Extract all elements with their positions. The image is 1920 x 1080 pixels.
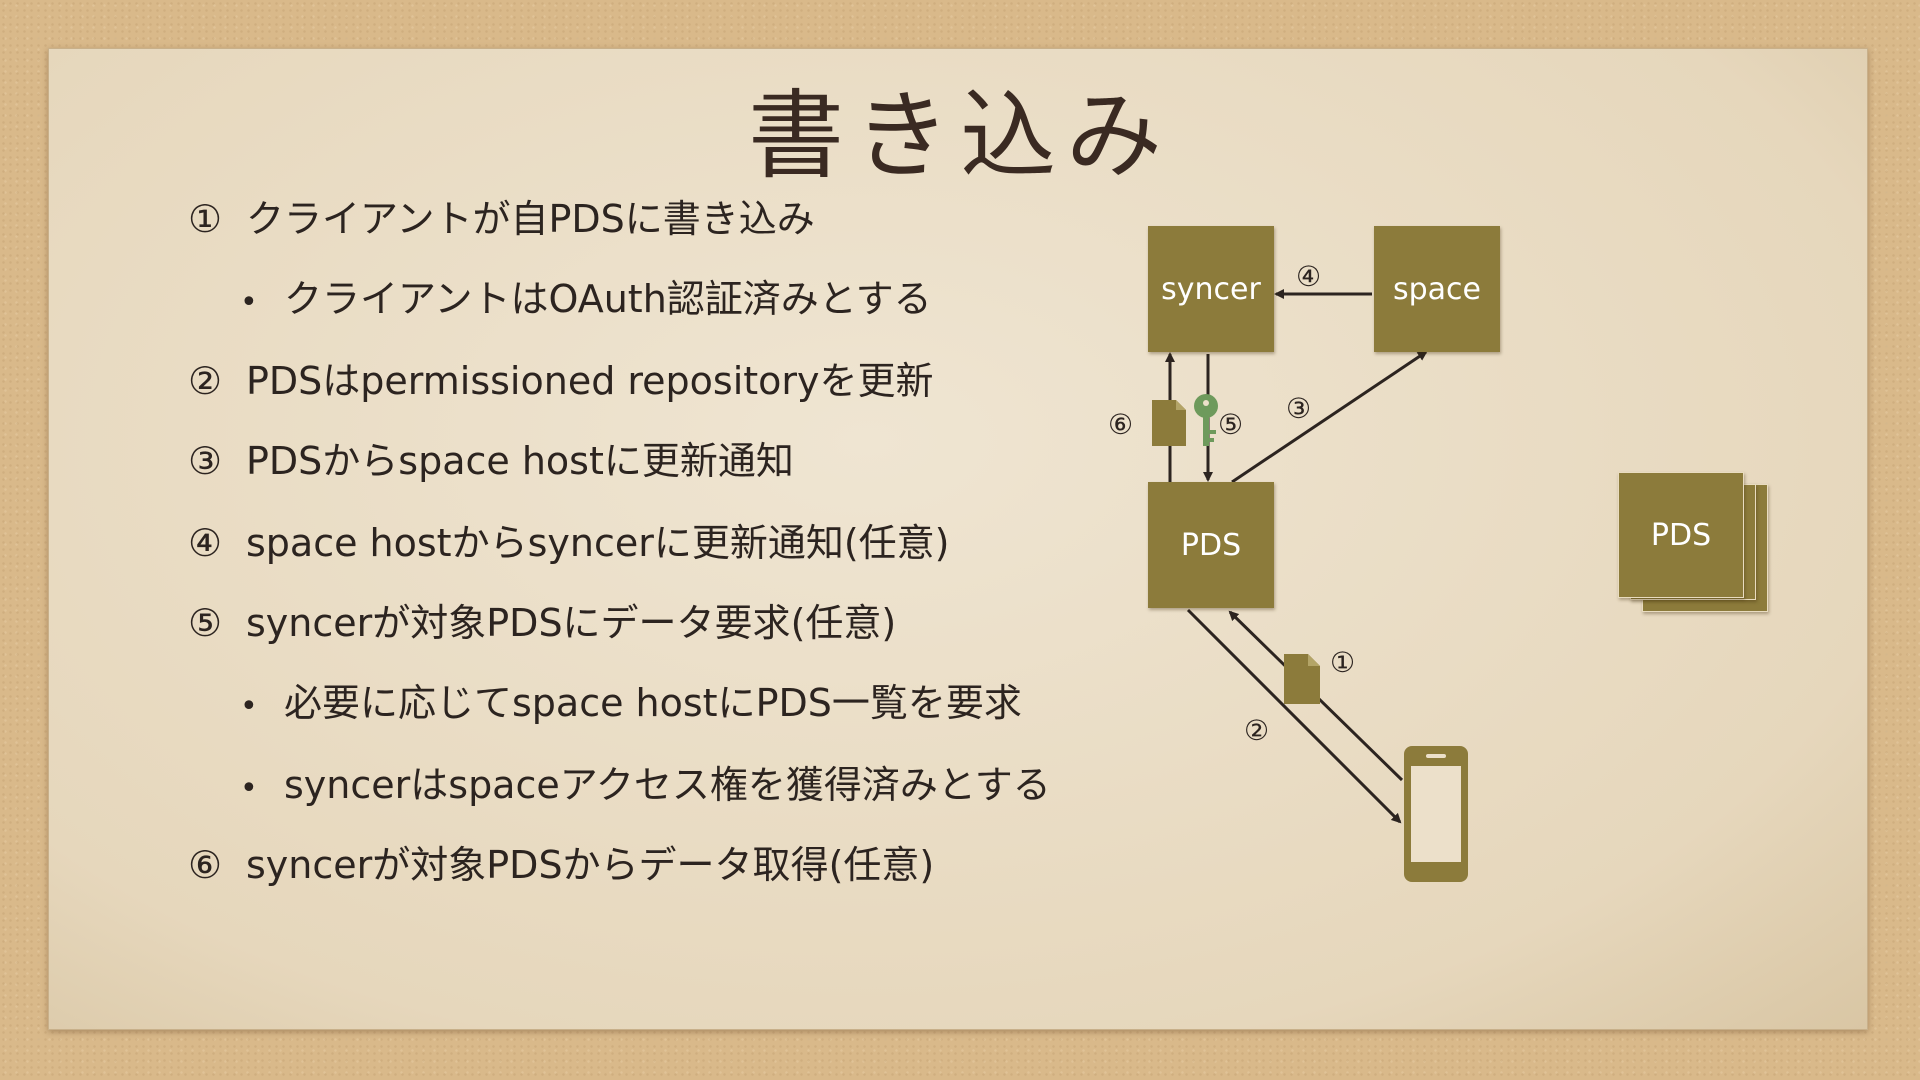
- step-number: ⑤: [188, 601, 223, 645]
- pds-node: PDS: [1148, 482, 1274, 608]
- smartphone-icon: [1404, 746, 1468, 882]
- note-text: クライアントはOAuth認証済みとする: [284, 277, 932, 321]
- step-number: ②: [188, 359, 223, 403]
- bullet: •: [240, 771, 258, 806]
- arrow-pds-to-phone: [1186, 608, 1402, 824]
- edge-label-5: ⑤: [1218, 408, 1244, 441]
- step-3: ③ PDSからspace hostに更新通知: [188, 430, 794, 485]
- step-1-note: • クライアントはOAuth認証済みとする: [240, 268, 932, 323]
- step-5-note-2: • syncerはspaceアクセス権を獲得済みとする: [240, 754, 1051, 809]
- step-1: ① クライアントが自PDSに書き込み: [188, 188, 815, 243]
- paper-background: [48, 48, 1868, 1030]
- step-text: クライアントが自PDSに書き込み: [246, 197, 815, 241]
- step-text: PDSはpermissioned repositoryを更新: [246, 359, 934, 403]
- edge-label-4: ④: [1296, 260, 1322, 293]
- key-icon: [1194, 394, 1218, 446]
- step-6: ⑥ syncerが対象PDSからデータ取得(任意): [188, 834, 934, 889]
- space-node: space: [1374, 226, 1500, 352]
- edge-label-1: ①: [1330, 646, 1356, 679]
- other-pds-node: PDS: [1618, 472, 1744, 598]
- step-number: ③: [188, 439, 223, 483]
- step-text: PDSからspace hostに更新通知: [246, 439, 794, 483]
- step-5: ⑤ syncerが対象PDSにデータ要求(任意): [188, 592, 896, 647]
- bullet: •: [240, 285, 258, 320]
- arrow-pds-to-space: [1231, 350, 1428, 484]
- slide-title: 書き込み: [748, 80, 1172, 192]
- step-5-note-1: • 必要に応じてspace hostにPDS一覧を要求: [240, 672, 1022, 727]
- note-text: 必要に応じてspace hostにPDS一覧を要求: [284, 681, 1022, 725]
- syncer-node: syncer: [1148, 226, 1274, 352]
- step-number: ④: [188, 521, 223, 565]
- step-number: ⑥: [188, 843, 223, 887]
- step-4: ④ space hostからsyncerに更新通知(任意): [188, 512, 950, 567]
- edge-label-2: ②: [1244, 714, 1270, 747]
- step-number: ①: [188, 197, 223, 241]
- document-icon: [1152, 400, 1186, 446]
- note-text: syncerはspaceアクセス権を獲得済みとする: [284, 763, 1051, 807]
- edge-label-3: ③: [1286, 392, 1312, 425]
- document-icon: [1284, 654, 1320, 704]
- step-text: space hostからsyncerに更新通知(任意): [246, 521, 950, 565]
- step-text: syncerが対象PDSにデータ要求(任意): [246, 601, 897, 645]
- bullet: •: [240, 689, 258, 724]
- step-2: ② PDSはpermissioned repositoryを更新: [188, 350, 934, 405]
- edge-label-6: ⑥: [1108, 408, 1134, 441]
- step-text: syncerが対象PDSからデータ取得(任意): [246, 843, 935, 887]
